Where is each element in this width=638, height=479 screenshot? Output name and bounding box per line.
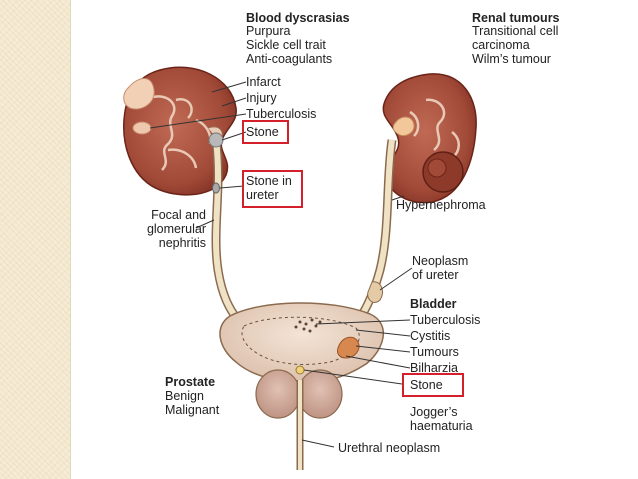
ureter-neoplasm-label: of ureter <box>412 268 459 282</box>
side-strip-divider <box>70 0 71 479</box>
bladder-item: Stone <box>410 378 443 392</box>
renal-tumours-item: Wilm’s tumour <box>472 52 551 66</box>
focal-nephritis-label: glomerular <box>146 222 206 236</box>
blood-dyscrasias-item: Purpura <box>246 24 291 38</box>
stone-in-ureter-label: Stone in <box>246 174 292 188</box>
decorative-side-strip <box>0 0 70 479</box>
blood-dyscrasias-item: Anti-coagulants <box>246 52 333 66</box>
hypernephroma-label: Hypernephroma <box>396 198 486 212</box>
blood-dyscrasias-item: Sickle cell trait <box>246 38 326 52</box>
bladder-title: Bladder <box>410 297 457 311</box>
kidney-stone-label: Stone <box>246 125 279 139</box>
bladder-item: Cystitis <box>410 329 451 343</box>
stone-in-ureter-label: ureter <box>246 188 279 202</box>
stone-in-ureter-highlight-box <box>242 170 303 208</box>
left-kidney <box>123 66 237 196</box>
bladder-item: Bilharzia <box>410 361 458 375</box>
ureter-neoplasm-label: Neoplasm <box>412 254 469 268</box>
joggers-label: haematuria <box>410 419 473 433</box>
prostate-item: Benign <box>165 389 204 403</box>
infarct-label: Infarct <box>246 75 281 89</box>
right-kidney <box>382 73 477 204</box>
focal-nephritis-label: nephritis <box>158 236 206 250</box>
urethral-neoplasm-label: Urethral neoplasm <box>338 441 441 455</box>
bladder-illustration <box>219 302 385 384</box>
prostate-title: Prostate <box>165 375 216 389</box>
focal-nephritis-label: Focal and <box>151 208 206 222</box>
blood-dyscrasias-title: Blood dyscrasias <box>246 11 350 25</box>
renal-tumours-item: Transitional cell <box>472 24 559 38</box>
stone-highlight-box <box>242 120 289 144</box>
ureters <box>208 132 397 323</box>
joggers-label: Jogger’s <box>410 405 458 419</box>
bladder-item: Tumours <box>410 345 459 359</box>
prostate-item: Malignant <box>165 403 220 417</box>
leader-lines <box>149 81 413 448</box>
kidney-tuberculosis-label: Tuberculosis <box>246 107 317 121</box>
bladder-stone-highlight-box <box>402 373 464 397</box>
renal-tumours-title: Renal tumours <box>472 11 560 25</box>
bladder-item: Tuberculosis <box>410 313 481 327</box>
renal-tumours-item: carcinoma <box>472 38 530 52</box>
injury-label: Injury <box>246 91 277 105</box>
